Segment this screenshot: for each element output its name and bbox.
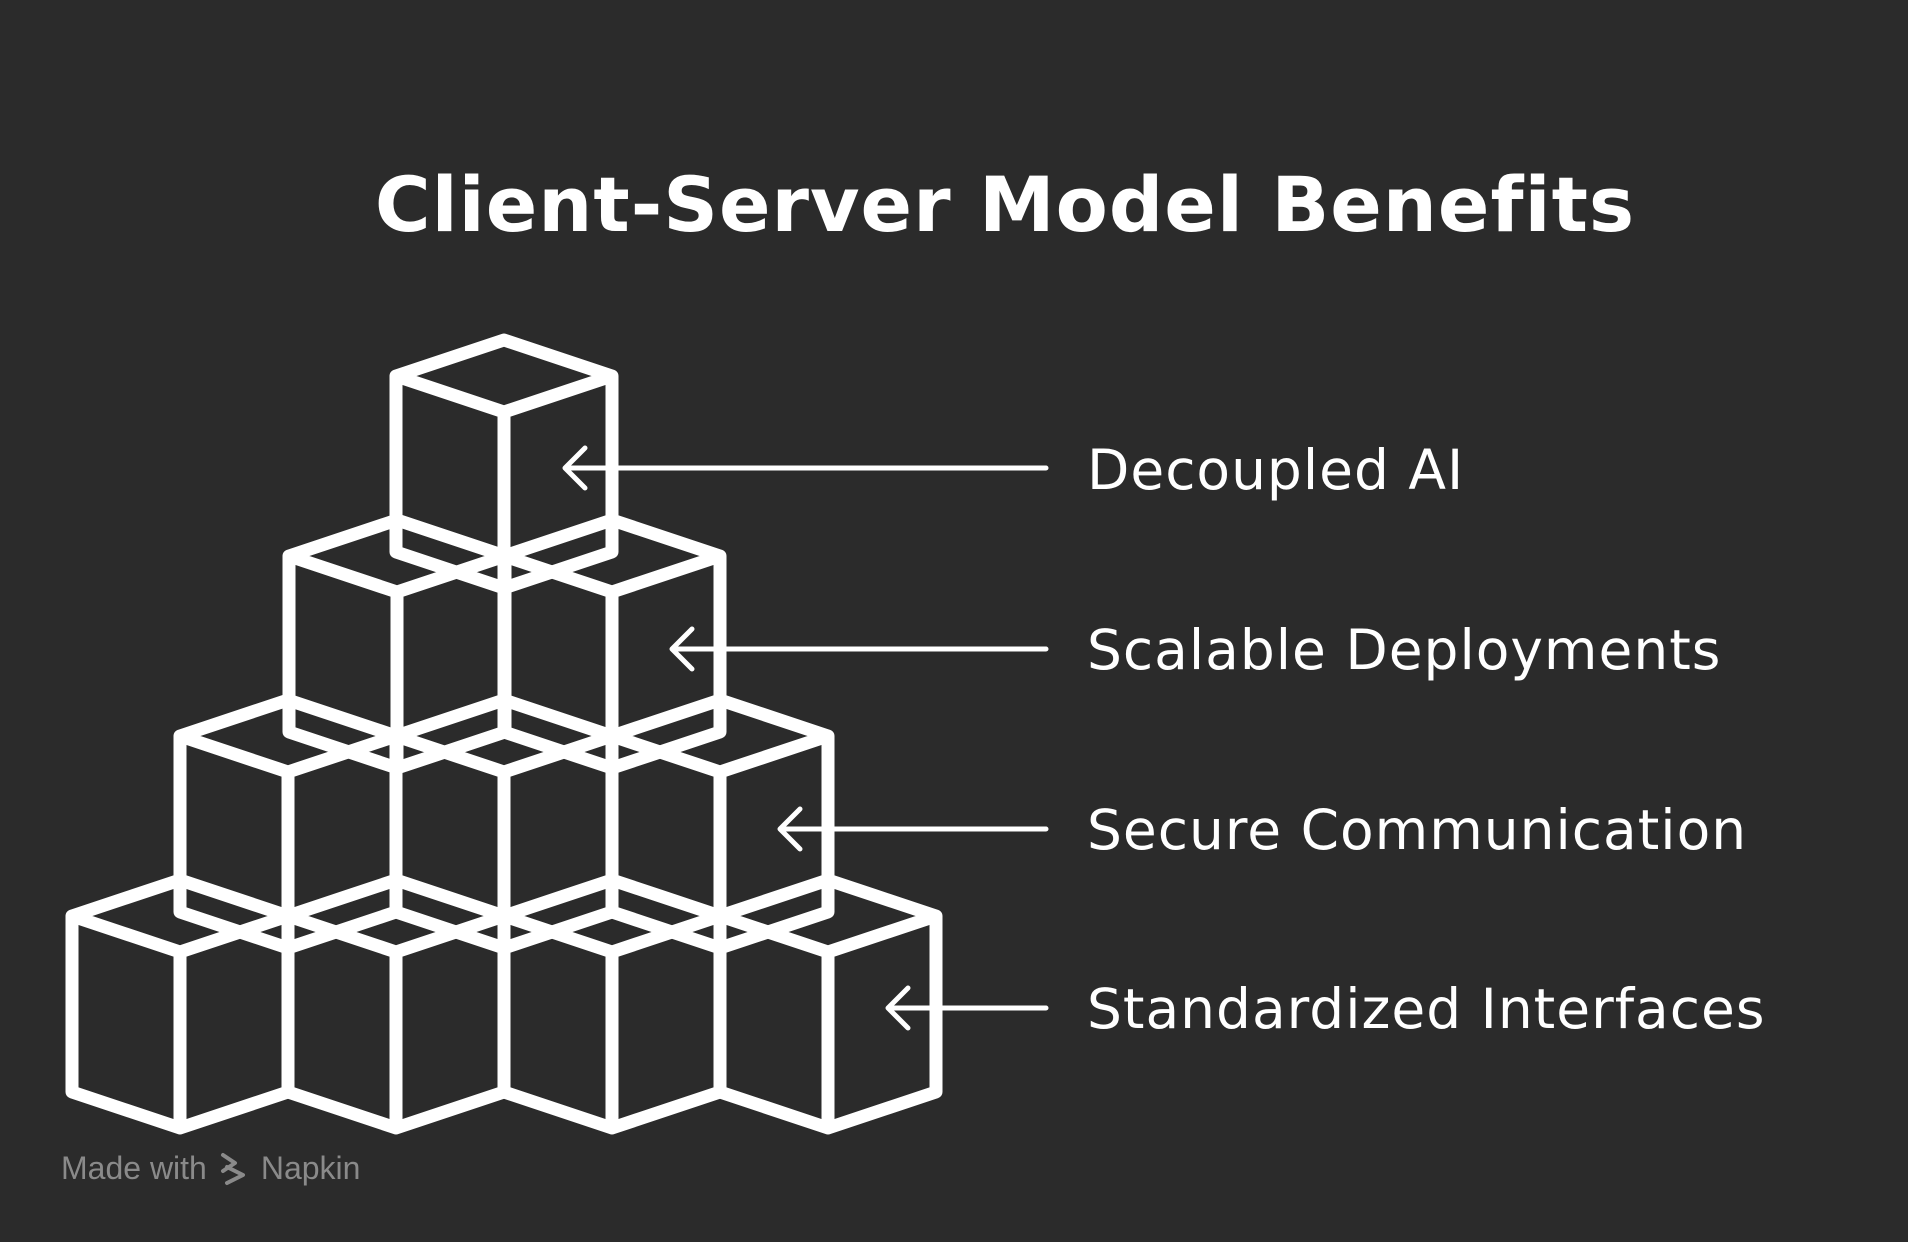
- made-with-napkin-footer: Made with Napkin: [61, 1149, 360, 1187]
- arrow-group: [562, 445, 1049, 1031]
- benefit-label-decoupled-ai: Decoupled AI: [1087, 438, 1465, 502]
- arrow-2: [669, 626, 1049, 672]
- made-with-text: Made with: [61, 1149, 207, 1186]
- benefit-label-secure-communication: Secure Communication: [1087, 798, 1748, 862]
- cube-r4-c4: [713, 873, 943, 1135]
- arrow-1: [562, 445, 1049, 491]
- benefit-label-standardized-interfaces: Standardized Interfaces: [1087, 977, 1766, 1041]
- arrow-3: [777, 806, 1049, 852]
- benefit-label-scalable-deployments: Scalable Deployments: [1087, 618, 1722, 682]
- arrow-4: [885, 985, 1049, 1031]
- napkin-brand-text: Napkin: [260, 1149, 361, 1186]
- page-title: Client-Server Model Benefits: [374, 160, 1636, 249]
- cube-stack: [65, 333, 943, 1135]
- napkin-logo-icon: [220, 1153, 245, 1185]
